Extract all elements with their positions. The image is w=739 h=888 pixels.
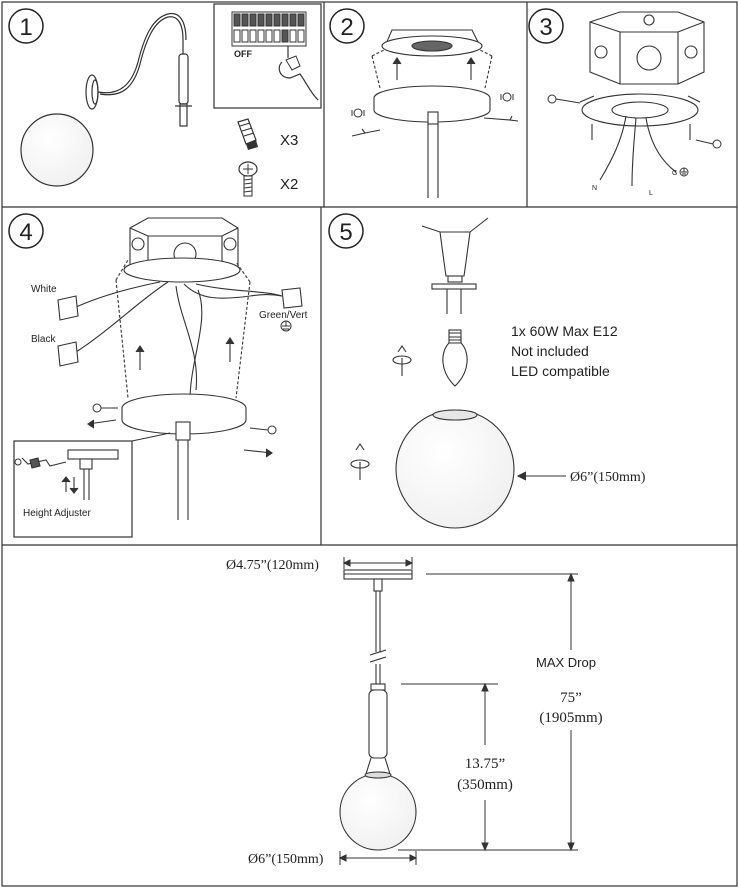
max-drop-label: MAX Drop — [536, 655, 596, 670]
fixture-height-inches: 13.75” — [465, 756, 505, 772]
ground-icon — [679, 167, 689, 177]
step-badge-1: 1 — [8, 8, 44, 44]
step-badge-3: 3 — [528, 8, 564, 44]
canopy-diameter-label: Ø4.75”(120mm) — [226, 558, 319, 573]
step2-mounting-illustration — [351, 29, 519, 198]
step4-wiring-illustration — [57, 217, 303, 520]
max-drop-mm: (1905mm) — [539, 710, 602, 726]
off-label: OFF — [234, 49, 252, 59]
screw-icon — [547, 94, 722, 149]
white-wire-label: White — [31, 284, 57, 295]
step-badge-2: 2 — [329, 8, 365, 44]
ground-wire-label: Green/Vert — [259, 310, 308, 321]
wire-nut-count: X3 — [280, 132, 298, 149]
live-label: L — [649, 190, 653, 197]
max-drop-inches: 75” — [560, 690, 582, 706]
bulb-spec-line1: 1x 60W Max E12 — [511, 323, 618, 339]
step-badge-5: 5 — [328, 213, 364, 249]
black-wire-label: Black — [31, 334, 56, 345]
step-number-4: 4 — [19, 219, 32, 246]
height-adjuster-inset: Height Adjuster — [13, 432, 171, 538]
height-adjuster-label: Height Adjuster — [23, 508, 91, 519]
screw-icon — [14, 458, 22, 466]
step-number-3: 3 — [539, 14, 552, 41]
globe-diameter-label: Ø6”(150mm) — [248, 852, 324, 867]
screw-icon — [92, 403, 277, 435]
step-number-2: 2 — [340, 14, 353, 41]
screw-count: X2 — [280, 176, 298, 193]
dimension-drawing-fixture — [339, 569, 417, 851]
step5-globe-diameter: Ø6”(150mm) — [570, 470, 646, 485]
step-badge-4: 4 — [8, 213, 44, 249]
screw-icon — [238, 161, 258, 197]
screw-icon — [351, 92, 514, 118]
step1-breaker-box: OFF — [213, 3, 322, 109]
step3-junction-box-illustration — [579, 11, 705, 187]
bulb-spec-line3: LED compatible — [511, 363, 610, 379]
neutral-label: N — [592, 185, 597, 192]
dimension-lines — [338, 557, 578, 865]
step1-fixture-illustration — [20, 12, 192, 187]
wire-nut-icon — [237, 118, 258, 150]
fixture-height-mm: (350mm) — [457, 777, 513, 793]
step5-bulb-globe-illustration — [350, 217, 566, 529]
ground-icon — [280, 320, 292, 332]
step-number-5: 5 — [339, 219, 352, 246]
bulb-spec-line2: Not included — [511, 343, 589, 359]
ground-label: G — [672, 170, 677, 177]
step-number-1: 1 — [19, 14, 32, 41]
